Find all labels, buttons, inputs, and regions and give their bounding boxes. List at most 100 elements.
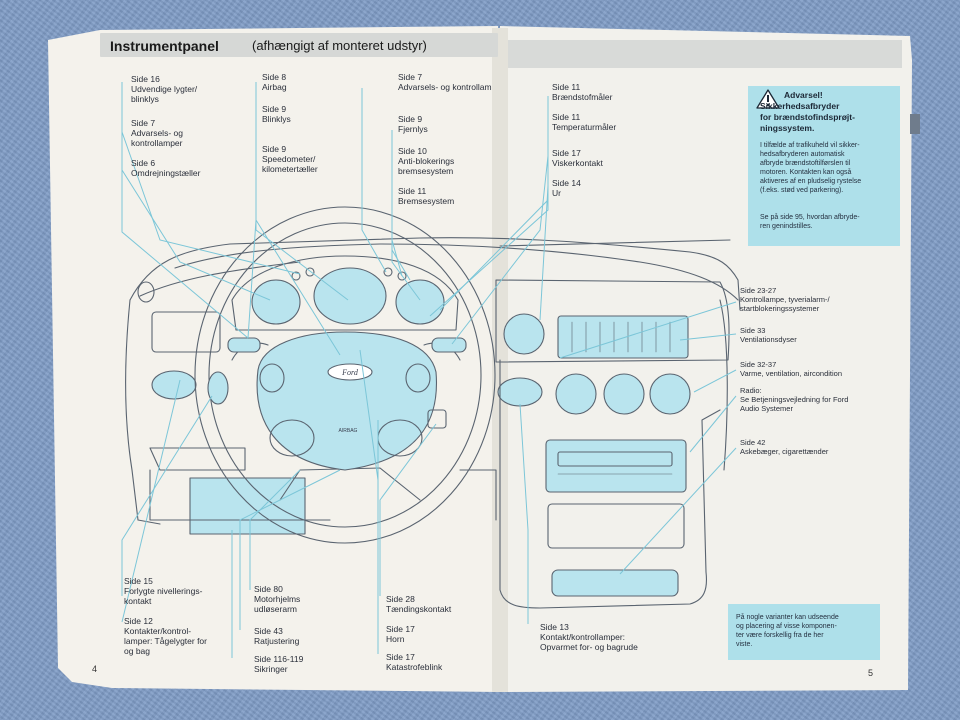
title-bar <box>100 33 498 57</box>
leader-line <box>121 395 213 596</box>
dash-top-outline <box>129 237 741 311</box>
heater-knob-right <box>649 373 691 415</box>
speedometer-dial <box>313 267 387 325</box>
horn-pad-left <box>259 363 285 393</box>
headlamp-level-switch <box>207 371 229 405</box>
note-line: og placering af visse komponen- <box>736 623 837 630</box>
warning-title: ningssystem. <box>760 123 815 133</box>
leader-line <box>359 349 379 654</box>
ford-logo-text: Ford <box>341 368 359 377</box>
leader-line <box>619 447 737 575</box>
warning-lamp <box>383 267 393 277</box>
leader-line <box>559 301 737 359</box>
dash-left-edge <box>125 299 161 525</box>
vent-slats <box>571 321 671 353</box>
dash-right-edge <box>719 299 728 471</box>
leader-line <box>121 169 271 301</box>
steering-wheel-inner <box>208 222 482 528</box>
leader-line <box>689 395 737 453</box>
warning-box <box>748 86 900 246</box>
leader-line <box>539 185 549 321</box>
ashtray <box>551 569 679 597</box>
leader-line <box>679 333 737 341</box>
page-tab <box>910 114 920 134</box>
page-title: Instrumentpanel <box>110 38 219 54</box>
wiper-stalk <box>431 337 467 353</box>
warning-body-line: hedsafbryderen automatisk <box>760 151 845 158</box>
heater-knob-middle <box>603 373 645 415</box>
fuse-cover <box>189 477 306 535</box>
clock <box>503 313 545 355</box>
warning-title: for brændstofindsprøjt- <box>760 112 855 122</box>
note-line: På nogle varianter kan udseende <box>736 614 839 621</box>
warning-body-line: Se på side 95, hvordan afbryde- <box>760 214 860 221</box>
leader-line <box>239 469 341 630</box>
note-line: ter være forskellig fra de her <box>736 632 824 639</box>
warning-body-line: afbryde brændstoftilførslen til <box>760 160 851 167</box>
ignition-switch <box>427 409 447 429</box>
leader-line <box>693 369 737 393</box>
warning-body-line: aktiveres af en pludselig rystelse <box>760 178 862 185</box>
lower-left-panel <box>149 447 246 471</box>
warning-triangle-icon <box>756 89 780 109</box>
leader-line <box>451 155 549 345</box>
centre-console <box>499 359 721 609</box>
left-vent-knob <box>137 281 155 303</box>
horn-pad-right <box>405 363 431 393</box>
centre-vents <box>557 315 689 359</box>
warning-title: Advarsel! <box>784 90 823 100</box>
warning-lamp <box>305 267 315 277</box>
indicator-stalk <box>227 337 261 353</box>
warning-lamp <box>397 271 407 281</box>
leader-line <box>429 124 549 317</box>
steering-hub <box>256 331 438 471</box>
heater-knob-left <box>555 373 597 415</box>
variant-note-box <box>728 604 880 660</box>
steering-wheel-rim <box>194 206 496 544</box>
leader-line <box>121 379 181 623</box>
warning-body-line: ren genindstilles. <box>760 223 813 230</box>
page-subtitle: (afhængigt af monteret udstyr) <box>252 38 427 53</box>
leader-line <box>255 158 349 301</box>
warning-title: Sikkerhedsafbryder <box>760 101 840 111</box>
airbag-label: AIRBAG <box>339 428 358 434</box>
leader-line <box>361 88 387 273</box>
windscreen-line <box>499 239 731 247</box>
leader-line <box>391 200 421 301</box>
warning-body-line: motoren. Kontakten kan også <box>760 169 852 176</box>
leader-lines <box>121 82 737 658</box>
instrument-cluster <box>231 255 459 331</box>
warning-body-line: (f.eks. stød ved parkering). <box>760 187 844 194</box>
radio-cassette-slot <box>557 451 673 467</box>
leader-line <box>249 469 301 590</box>
light-switch <box>151 370 197 400</box>
centre-fascia <box>495 279 730 363</box>
